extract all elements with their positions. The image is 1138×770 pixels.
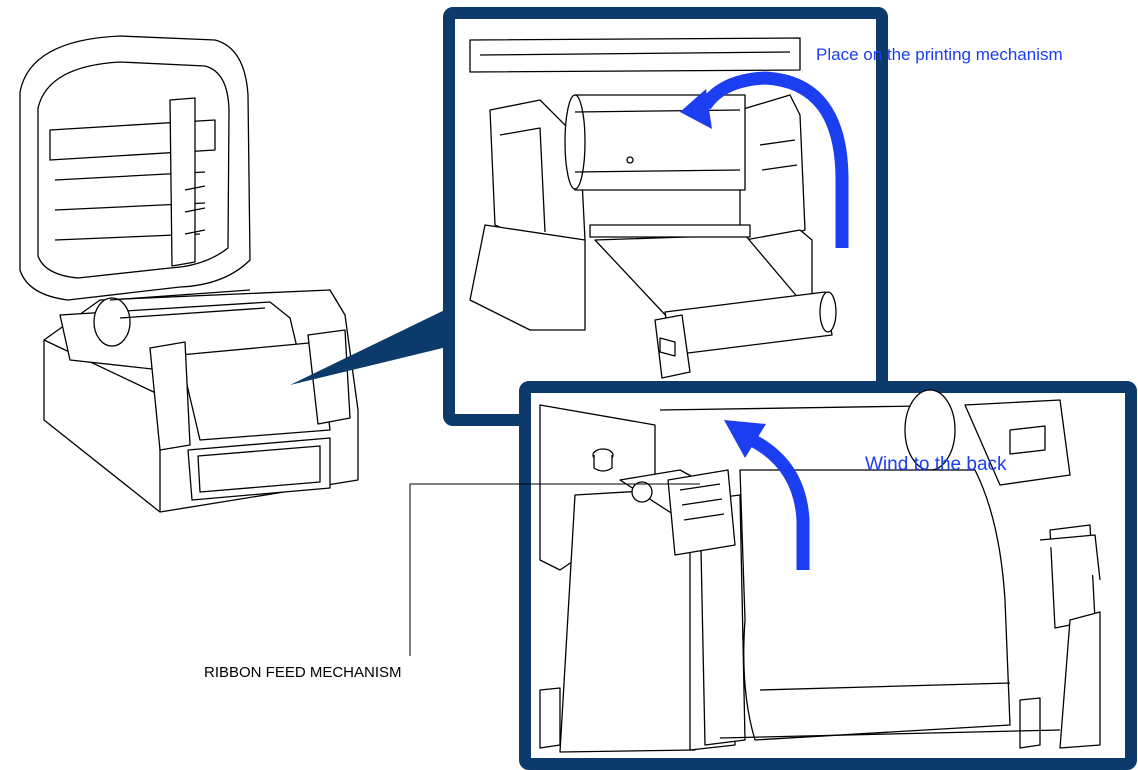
printer-overview-illustration <box>19 35 359 513</box>
detail-printing-mechanism-illustration <box>469 37 837 379</box>
top-callout-label: Place on the printing mechanism <box>816 45 1063 64</box>
callout-pointer <box>290 305 455 385</box>
feed-mechanism-leader-line <box>409 483 700 656</box>
curved-arrow-up-icon <box>724 420 810 570</box>
curved-arrow-left-icon <box>680 71 849 248</box>
feed-mechanism-label: RIBBON FEED MECHANISM <box>204 664 402 681</box>
bottom-callout-label: Wind to the back <box>865 454 1007 475</box>
